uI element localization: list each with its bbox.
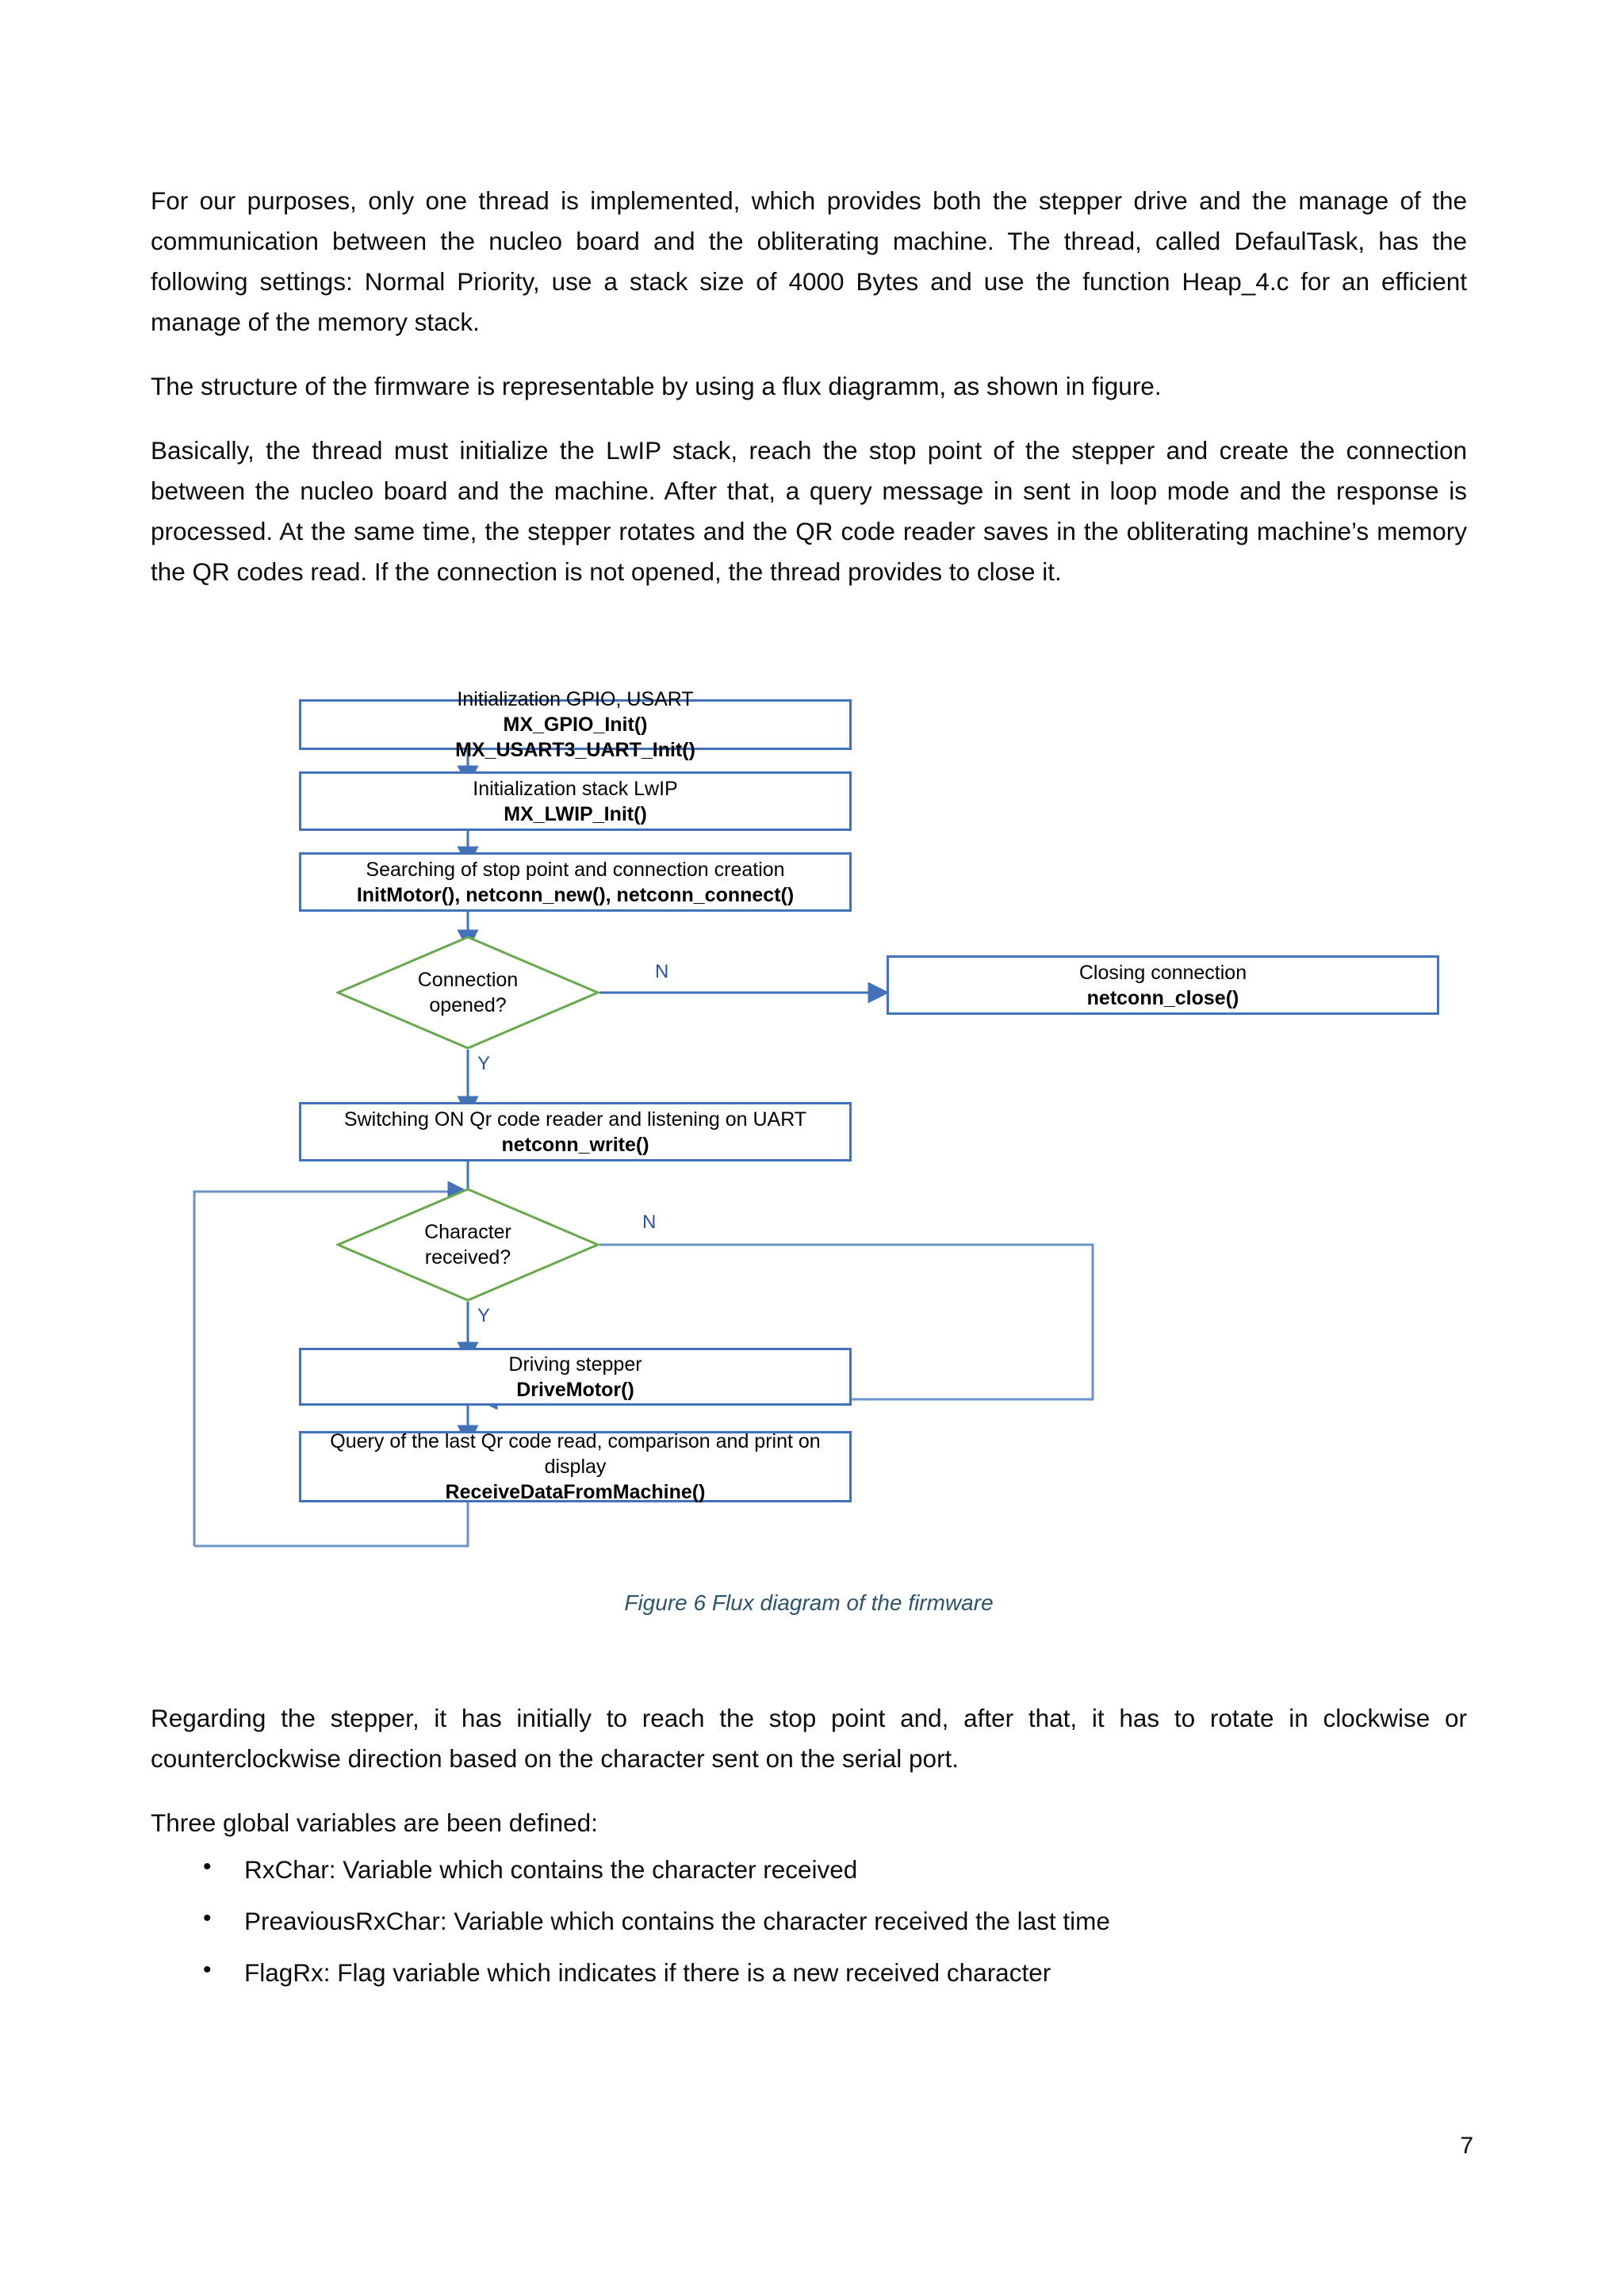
flow-decision-connection-opened-line2: opened? — [429, 994, 507, 1016]
flow-decision-character-received-label: Character received? — [336, 1188, 599, 1302]
flow-node-closing-connection-line1: Closing connection — [1078, 961, 1247, 984]
flow-node-closing-connection-line2: netconn_close() — [1086, 986, 1239, 1009]
flow-node-closing-connection: Closing connection netconn_close() — [887, 955, 1439, 1015]
flow-node-init-lwip-line1: Initialization stack LwIP — [473, 777, 678, 800]
global-variables-list: RxChar: Variable which contains the char… — [151, 1848, 1467, 1993]
flow-node-driving-stepper-line1: Driving stepper — [508, 1353, 642, 1376]
flow-decision-character-received-line1: Character — [424, 1220, 511, 1243]
flow-node-init-gpio-line3: MX_USART3_UART_Init() — [455, 739, 695, 761]
list-item: PreaviousRxChar: Variable which contains… — [203, 1900, 1467, 1942]
paragraph-thread-description: For our purposes, only one thread is imp… — [151, 186, 1467, 337]
flow-node-switch-qr-reader: Switching ON Qr code reader and listenin… — [299, 1102, 852, 1161]
flow-node-init-gpio-line1: Initialization GPIO, USART — [457, 688, 694, 710]
list-item: RxChar: Variable which contains the char… — [203, 1848, 1467, 1890]
flow-node-query-qr-code-line2: ReceiveDataFromMachine() — [445, 1481, 706, 1503]
page-number: 7 — [1460, 2133, 1473, 2159]
flow-decision-connection-opened-line1: Connection — [417, 968, 519, 991]
flow-node-driving-stepper: Driving stepper DriveMotor() — [299, 1348, 852, 1406]
branch-label-character-yes: Y — [477, 1305, 491, 1326]
list-item: FlagRx: Flag variable which indicates if… — [203, 1951, 1467, 1993]
flow-node-query-qr-code-line1: Query of the last Qr code read, comparis… — [330, 1430, 821, 1478]
flow-node-search-stop-point-line2: InitMotor(), netconn_new(), netconn_conn… — [356, 883, 795, 906]
arrow-outer-loop-return — [193, 1181, 469, 1546]
flow-node-driving-stepper-line2: DriveMotor() — [516, 1378, 634, 1401]
line-query-to-outer-loop — [194, 1502, 469, 1548]
flow-node-query-qr-code: Query of the last Qr code read, comparis… — [299, 1430, 852, 1503]
diamond-shape-character-received — [336, 1188, 599, 1302]
paragraph-stepper-rotation: Regarding the stepper, it has initially … — [151, 1704, 1467, 1774]
flow-node-init-lwip-line2: MX_LWIP_Init() — [504, 802, 647, 825]
paragraph-firmware-structure: The structure of the firmware is represe… — [151, 372, 1162, 401]
lower-text-block: Regarding the stepper, it has initially … — [151, 1698, 1467, 2004]
flow-node-init-gpio: Initialization GPIO, USART MX_GPIO_Init(… — [299, 688, 852, 761]
branch-label-connection-no: N — [655, 961, 669, 982]
flux-diagram-figure: Initialization GPIO, USART MX_GPIO_Init(… — [151, 682, 1467, 1570]
figure-caption: Figure 6 Flux diagram of the firmware — [624, 1590, 994, 1615]
flow-node-switch-qr-reader-line2: netconn_write() — [501, 1133, 649, 1156]
flow-node-init-gpio-line2: MX_GPIO_Init() — [503, 714, 648, 736]
paragraph-global-variables-intro: Three global variables are been defined: — [151, 1808, 598, 1838]
flow-decision-connection-opened: Connection opened? — [336, 936, 599, 1050]
diamond-shape-connection-opened — [336, 936, 599, 1050]
flow-node-init-lwip: Initialization stack LwIP MX_LWIP_Init() — [299, 771, 852, 831]
branch-label-connection-yes: Y — [477, 1053, 491, 1074]
flow-decision-connection-opened-label: Connection opened? — [336, 936, 599, 1050]
branch-label-character-no: N — [642, 1211, 657, 1233]
flow-node-search-stop-point-line1: Searching of stop point and connection c… — [366, 858, 785, 881]
flow-decision-character-received: Character received? — [336, 1188, 599, 1302]
flow-decision-character-received-line2: received? — [424, 1246, 511, 1269]
flow-node-search-stop-point: Searching of stop point and connection c… — [299, 852, 852, 912]
upper-text-block: For our purposes, only one thread is imp… — [151, 181, 1467, 592]
flow-node-switch-qr-reader-line1: Switching ON Qr code reader and listenin… — [343, 1108, 807, 1131]
paragraph-thread-behaviour: Basically, the thread must initialize th… — [151, 436, 1467, 587]
